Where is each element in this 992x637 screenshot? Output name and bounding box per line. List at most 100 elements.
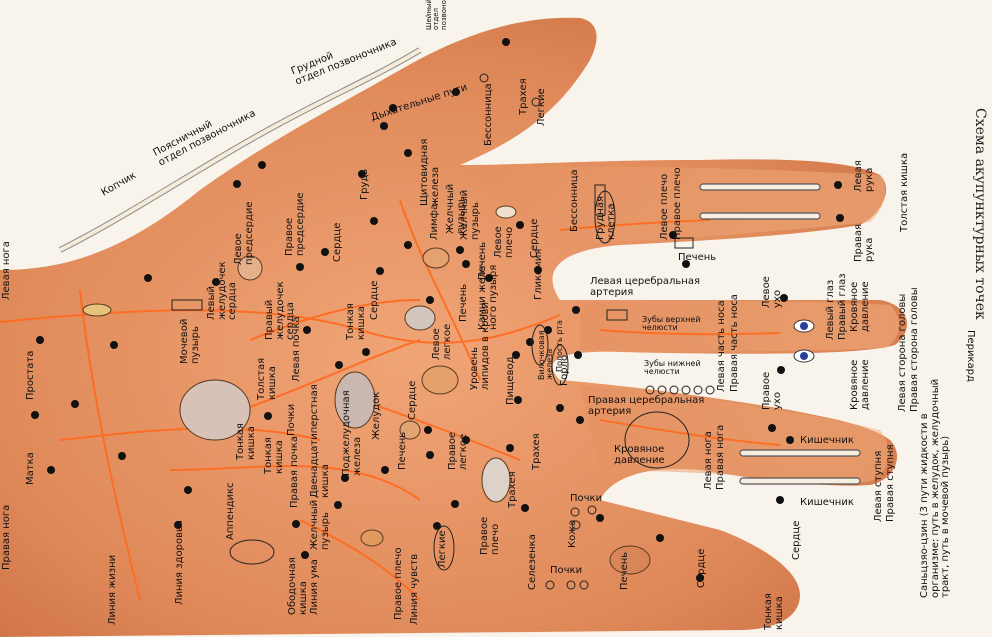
label-pechen-left: Печень bbox=[458, 283, 469, 322]
label-pravaya-cerebralnaya: Правая церебральная артерия bbox=[588, 395, 705, 417]
label-levaya-ruka: Левая рука bbox=[853, 160, 875, 192]
label-pochki-bottom: Почки bbox=[570, 493, 603, 504]
label-levaya-noga-right: Левая нога bbox=[703, 431, 714, 490]
label-legkie-top: Легкие bbox=[536, 88, 547, 126]
label-zuby-niz: Зубы нижней челюсти bbox=[644, 359, 701, 377]
finger-bones bbox=[699, 183, 861, 485]
ring-finger bbox=[580, 385, 889, 482]
label-pechen-mid: Печень bbox=[397, 431, 408, 470]
label-serdtse-1: Сердце bbox=[332, 222, 343, 262]
label-levy-glaz: Левый глаз bbox=[825, 279, 836, 340]
label-levoe-plecho-finger: Левое плечо bbox=[659, 173, 670, 240]
label-pechen-finger: Печень bbox=[678, 252, 717, 263]
label-pravoe-plecho-finger: Правое плечо bbox=[672, 167, 683, 240]
label-appendiks: Аппендикс bbox=[225, 482, 236, 540]
label-legkie-box: Легкие bbox=[437, 530, 448, 568]
label-liniya-zhizni: Линия жизни bbox=[107, 554, 118, 625]
label-levaya-stupnya: Левая ступня bbox=[873, 450, 884, 522]
label-prostata: Простата bbox=[25, 350, 36, 400]
label-levoe-legkoe: Левое легкое bbox=[431, 323, 453, 360]
label-pochki-bottom2: Почки bbox=[550, 565, 583, 576]
label-traheya-mid2: Трахея bbox=[507, 471, 518, 508]
label-liniya-zdorovya: Линия здоровья bbox=[174, 520, 185, 605]
label-levoe-plecho: Левое плечо bbox=[493, 226, 515, 258]
label-shchitovid: Щитовидная железа bbox=[419, 138, 441, 206]
label-dvenadtsat: Двенадцатиперстная кишка bbox=[309, 384, 331, 498]
label-pravaya-chast-nosa: Правая часть носа bbox=[729, 294, 740, 392]
label-pochki-mid: Почки bbox=[286, 403, 297, 436]
label-polost-rta: Полость рта bbox=[555, 320, 564, 372]
label-levaya-pochka: Левая почка bbox=[291, 316, 302, 382]
label-sanjiao: Саньцзяо-цзин (3 пути жидкости в организ… bbox=[919, 378, 951, 598]
label-zuby-verh: Зубы верхней челюсти bbox=[642, 315, 701, 333]
label-kishechnik-2: Кишечник bbox=[800, 497, 854, 508]
label-koja: Кожа bbox=[567, 519, 578, 548]
label-pravaya-noga-right: Правая нога bbox=[715, 424, 726, 490]
label-zhelchny-2: Желчный пузырь bbox=[309, 499, 331, 550]
label-pravoe-legkoe: Правое легкое bbox=[447, 431, 469, 470]
label-tonkaya-kishka-left3: Тонкая кишка bbox=[345, 303, 367, 340]
label-levaya-cerebralnaya: Левая церебральная артерия bbox=[590, 276, 700, 298]
label-tonkaya-kishka-bottom: Тонкая кишка bbox=[763, 593, 785, 630]
label-zhelchny-3: Желчный пузырь bbox=[459, 189, 481, 240]
label-pravoe-predserdie: Правое предсердие bbox=[284, 192, 306, 256]
label-pravaya-pochka: Правая почка bbox=[289, 436, 300, 508]
label-serdtse-left3: Сердце bbox=[369, 280, 380, 320]
label-serdtse-bottom: Сердце bbox=[696, 548, 707, 588]
label-tonkaya-kishka-mid: Тонкая кишка bbox=[235, 423, 257, 460]
label-mochevoy: Мочевой пузырь bbox=[179, 318, 201, 364]
label-levoe-uho: Левое ухо bbox=[761, 276, 783, 308]
label-matka: Матка bbox=[25, 452, 36, 485]
label-grudnaya-kletka: Грудная клетка bbox=[595, 196, 617, 240]
middle-finger bbox=[580, 300, 900, 352]
label-tonkaya-kishka-left2: Тонкая кишка bbox=[263, 437, 285, 474]
label-liniya-uma: Линия ума bbox=[309, 559, 320, 615]
annotation-shapes bbox=[171, 184, 694, 571]
label-serdtse-mid: Сердце bbox=[407, 380, 418, 420]
label-grud: Грудь bbox=[359, 168, 370, 200]
label-pravaya-storona: Правая сторона головы bbox=[909, 287, 920, 412]
label-levoe-predserdie: Левое предсердие bbox=[233, 201, 255, 265]
label-liniya-chuvstv: Линия чувств bbox=[409, 553, 420, 625]
label-vilochkovaya: Вилочковая железа bbox=[537, 330, 555, 380]
label-serdtse-right: Сердце bbox=[791, 520, 802, 560]
label-levy-zheludochek: Левый желудочек сердца bbox=[206, 261, 238, 320]
label-pravaya-stupnya: Правая ступня bbox=[885, 444, 896, 522]
label-serdtse-2: Сердце bbox=[529, 218, 540, 258]
organ-shapes bbox=[82, 205, 651, 575]
label-kishechnik-1: Кишечник bbox=[800, 435, 854, 446]
page-title: Схема акупунктурных точек bbox=[972, 108, 988, 320]
label-levaya-noga-left: Левая нога bbox=[1, 241, 12, 300]
label-pishchevod: Пищевод bbox=[505, 356, 516, 405]
label-pravaya-noga-left: Правая нога bbox=[1, 504, 12, 570]
label-selezenka: Селезенка bbox=[527, 534, 538, 590]
label-bessonnitsa-2: Бессонница bbox=[569, 169, 580, 232]
acupoint-dots bbox=[31, 38, 844, 582]
label-podzheludochnaya: Поджелудочная железа bbox=[341, 390, 363, 476]
small-circles bbox=[479, 73, 715, 590]
meridian-lines bbox=[0, 199, 781, 601]
eye-icons bbox=[793, 319, 815, 363]
label-sheyny: Шейный отдел позвоночника bbox=[425, 0, 448, 30]
label-traheya-mid: Трахея bbox=[531, 433, 542, 470]
label-pechen-2: Печень bbox=[477, 241, 488, 280]
label-traheya-top: Трахея bbox=[518, 78, 529, 115]
label-obodochnaya: Ободочная кишка bbox=[287, 557, 309, 615]
spine bbox=[58, 47, 422, 253]
label-tolstaya-kishka-mid: Толстая кишка bbox=[256, 357, 278, 400]
label-pravy-glaz: Правый глаз bbox=[837, 273, 848, 340]
label-perikard: Перикард bbox=[965, 330, 976, 382]
label-zheludok: Желудок bbox=[371, 391, 382, 440]
label-bessonnitsa-top: Бессонница bbox=[483, 83, 494, 146]
label-levaya-storona: Левая сторона головы bbox=[897, 293, 908, 412]
label-krovyanoe-2: Кровяное давление bbox=[849, 359, 871, 410]
label-pravaya-ruka: Правая рука bbox=[853, 223, 875, 262]
label-pravoe-uho: Правое ухо bbox=[761, 371, 783, 410]
label-pravoe-plecho-bottom: Правое плечо bbox=[393, 547, 404, 620]
label-limfa: Лимфа bbox=[429, 203, 440, 240]
label-krovyanoe-1: Кровяное давление bbox=[849, 281, 871, 332]
label-levaya-chast-nosa: Левая часть носа bbox=[716, 300, 727, 392]
label-pechen-bottom: Печень bbox=[619, 551, 630, 590]
